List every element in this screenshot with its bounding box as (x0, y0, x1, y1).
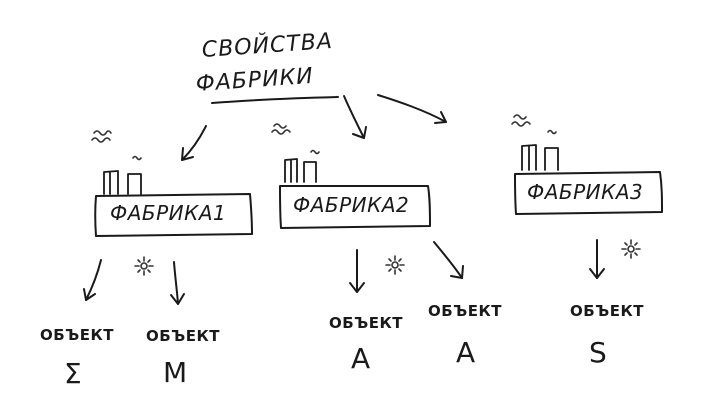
title-underline (211, 96, 339, 104)
smoke-icon (547, 129, 557, 135)
factory3-label: ФАБРИКА3 (527, 180, 644, 204)
object5-label: ОБЪЕКТ (570, 302, 645, 320)
object3-letter: A (351, 342, 372, 375)
object4-letter: A (456, 336, 477, 369)
sparkle-icon (385, 255, 405, 275)
arrow-factory1-to-object1 (83, 259, 102, 301)
object2-letter: M (163, 356, 189, 389)
sparkle-icon (621, 239, 641, 259)
object1-letter: Σ (64, 357, 83, 390)
arrow-factory2-to-object4 (433, 241, 464, 279)
object2-label: ОБЪЕКТ (146, 327, 221, 345)
factory2-drawing (271, 123, 431, 229)
object4-label: ОБЪЕКТ (428, 302, 503, 320)
object3-label: ОБЪЕКТ (329, 314, 404, 332)
arrow-title-to-factory2 (343, 95, 367, 139)
chimney-icon (544, 147, 559, 171)
smoke-icon (310, 149, 320, 155)
chimney-icon (303, 161, 317, 183)
chimney-icon (127, 173, 142, 195)
factory1-box (94, 193, 253, 237)
smoke-icon (132, 155, 142, 161)
arrow-factory2-to-object3 (349, 249, 365, 293)
smoke-icon (511, 114, 531, 127)
factory2-label: ФАБРИКА2 (293, 193, 410, 217)
smoke-icon (91, 130, 112, 143)
factory1-drawing (91, 130, 253, 237)
chimney-icon (521, 144, 537, 171)
arrow-title-to-factory1 (181, 125, 207, 161)
factory3-drawing (511, 114, 663, 215)
factory1-label: ФАБРИКА1 (110, 201, 227, 225)
arrow-title-to-factory3 (377, 94, 447, 124)
chimney-icon (284, 158, 298, 183)
sparkle-icon (134, 256, 154, 276)
object1-label: ОБЪЕКТ (40, 326, 115, 344)
factory2-box (279, 185, 431, 229)
arrow-factory1-to-object2 (170, 261, 185, 305)
smoke-icon (271, 123, 291, 135)
object5-letter: S (589, 336, 608, 369)
factory3-box (514, 171, 663, 215)
chimney-icon (103, 170, 119, 195)
arrow-factory3-to-object5 (589, 239, 605, 279)
